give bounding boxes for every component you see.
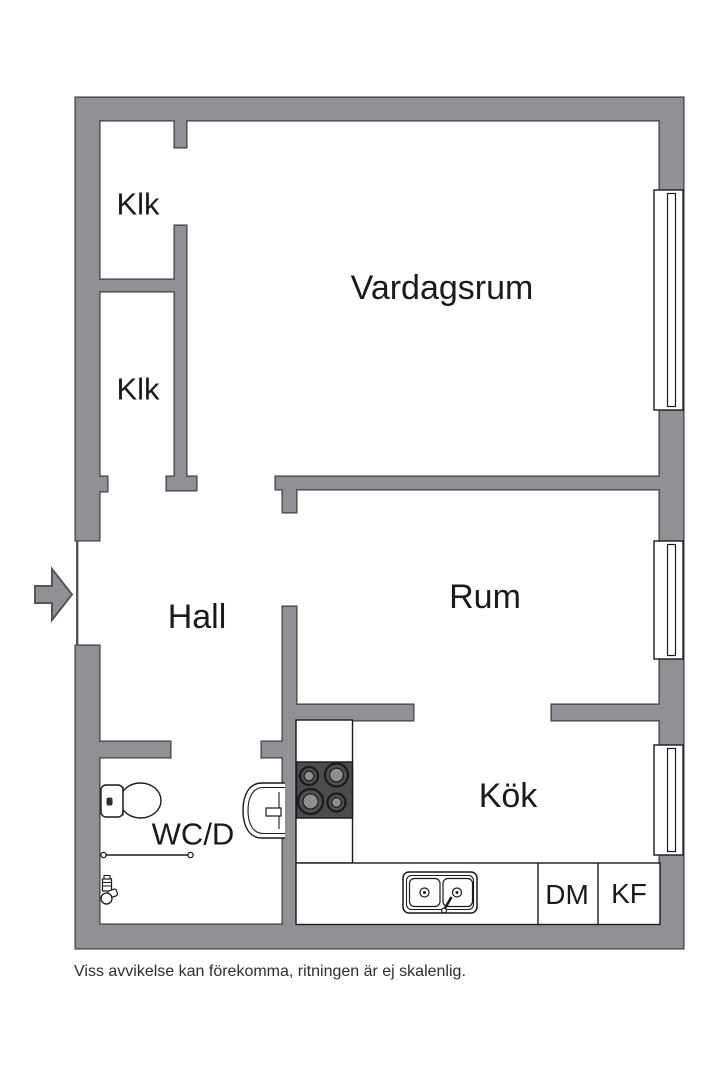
kitchen-sink-icon: [402, 871, 478, 914]
room-label-rum: Rum: [449, 578, 521, 616]
room-label-vardagsrum: Vardagsrum: [350, 269, 534, 307]
appliance-label-kf: KF: [611, 878, 647, 909]
stove-icon: [295, 761, 354, 819]
window-kok-icon: [653, 744, 684, 856]
entrance-arrow-icon: [34, 566, 74, 623]
shower-rail-icon: [100, 851, 194, 859]
room-label-klk-upper: Klk: [116, 186, 160, 222]
kitchen-counter: [295, 719, 661, 926]
window-rum-icon: [653, 540, 684, 660]
room-label-kok: Kök: [478, 777, 538, 815]
appliance-label-dm: DM: [545, 879, 589, 910]
room-label-klk-lower: Klk: [116, 371, 160, 407]
washbasin-icon: [242, 782, 285, 839]
room-label-hall: Hall: [167, 598, 227, 636]
floor-drain-icon: [100, 874, 119, 905]
disclaimer-text: Viss avvikelse kan förekomma, ritningen …: [74, 963, 466, 980]
toilet-icon: [100, 782, 162, 819]
window-vardagsrum-icon: [653, 189, 684, 411]
room-label-wcd: WC/D: [151, 816, 235, 852]
entrance-threshold: [76, 540, 79, 646]
